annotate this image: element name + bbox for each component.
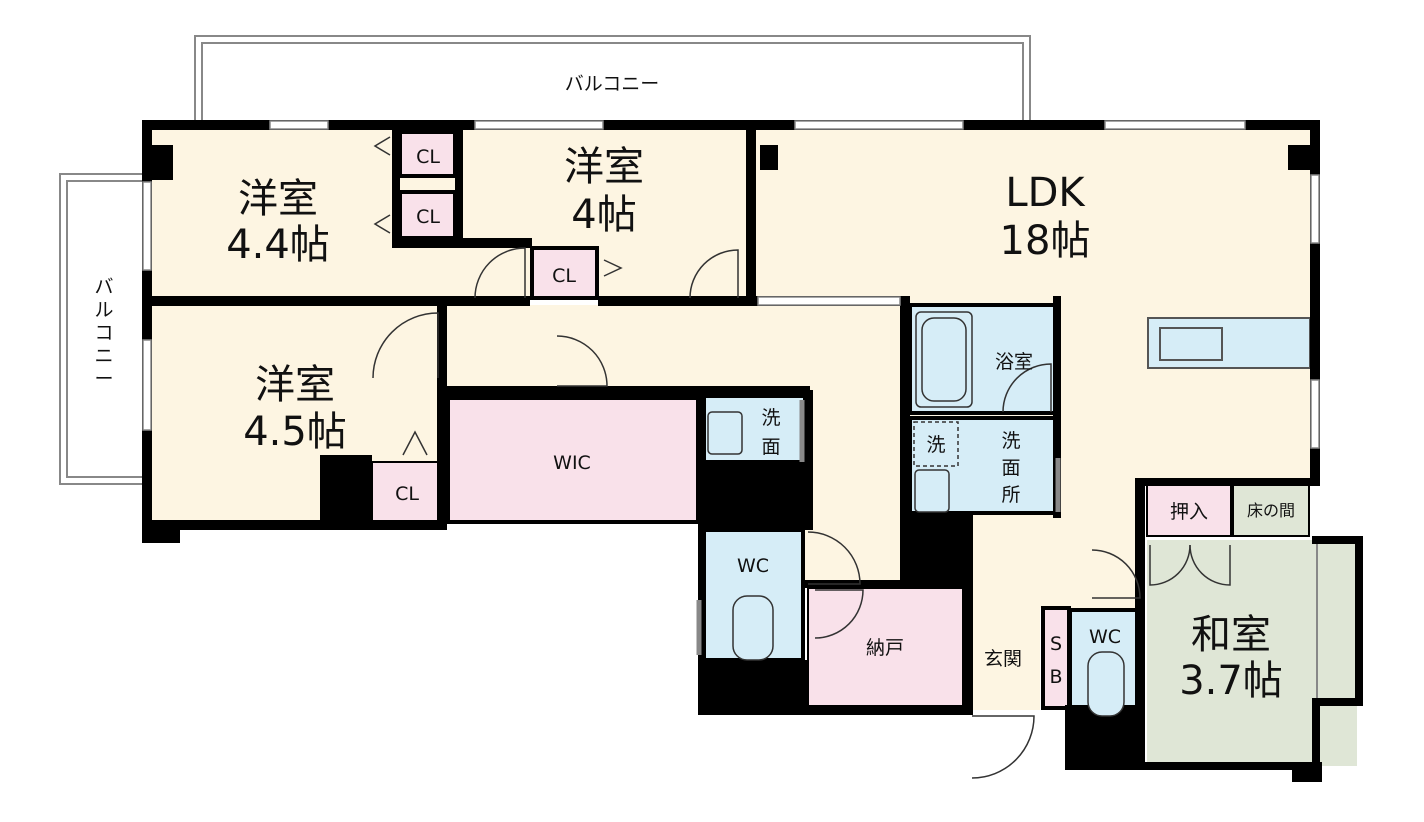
- closet-cl-1-label: CL: [416, 146, 440, 168]
- tokonoma-label: 床の間: [1247, 501, 1295, 520]
- room-45-size: 4.5帖: [243, 409, 347, 455]
- room-4-name: 洋室: [564, 144, 644, 190]
- washroom-label: 洗 面 所: [1001, 430, 1020, 506]
- washitsu-name: 和室: [1191, 612, 1271, 658]
- walk-in-closet: [446, 396, 700, 524]
- storage-nando: [807, 587, 964, 711]
- svg-text:ー: ー: [94, 368, 113, 390]
- floor-washitsu: [1147, 540, 1357, 766]
- svg-text:洗: 洗: [761, 407, 780, 429]
- wash-basin-label: 洗 面: [761, 407, 780, 458]
- kitchen-sink: [1159, 327, 1223, 361]
- windows: [142, 120, 1320, 449]
- closet-cl-3-label: CL: [552, 265, 576, 287]
- svg-text:ニ: ニ: [94, 345, 113, 367]
- bath-label: 浴室: [995, 351, 1033, 373]
- floor-hall: [445, 305, 905, 390]
- ldk-size: 18帖: [1000, 218, 1091, 264]
- svg-text:面: 面: [1001, 457, 1020, 479]
- room-44-size: 4.4帖: [226, 222, 330, 268]
- floor-genkan: [970, 608, 1040, 710]
- room-44-name: 洋室: [238, 176, 318, 222]
- room-4-size: 4帖: [571, 192, 636, 238]
- svg-text:コ: コ: [94, 322, 113, 344]
- closet-cl-4-label: CL: [395, 483, 419, 505]
- closet-cl-2-label: CL: [416, 206, 440, 228]
- balcony-top-label: バルコニー: [565, 73, 660, 95]
- wc-1-label: WC: [737, 555, 769, 577]
- svg-text:面: 面: [761, 436, 780, 458]
- washitsu-size: 3.7帖: [1179, 658, 1283, 704]
- wc-2-label: WC: [1089, 626, 1121, 648]
- svg-text:S: S: [1050, 633, 1062, 655]
- shoe-box: [1041, 606, 1071, 710]
- svg-text:ル: ル: [94, 299, 113, 321]
- oshiire: [1146, 483, 1232, 537]
- floor-room-44: [150, 128, 395, 298]
- ldk-name: LDK: [1005, 170, 1086, 216]
- svg-text:バ: バ: [94, 276, 113, 298]
- svg-text:洗: 洗: [1001, 430, 1020, 452]
- tokonoma: [1232, 483, 1310, 537]
- washer-label: 洗: [926, 434, 945, 456]
- nando-label: 納戸: [866, 637, 904, 659]
- fixtures: [707, 311, 1125, 717]
- walls: [142, 120, 1363, 782]
- door-swings: [372, 136, 1231, 779]
- genkan-label: 玄関: [984, 648, 1022, 670]
- sb-label: S B: [1049, 633, 1062, 688]
- svg-text:B: B: [1049, 666, 1062, 688]
- balcony-left-label: バ ル コ ニ ー: [94, 276, 113, 390]
- oshiire-label: 押入: [1170, 501, 1208, 523]
- floor-hall-2: [805, 390, 905, 580]
- svg-text:所: 所: [1001, 484, 1020, 506]
- room-45-name: 洋室: [255, 362, 335, 408]
- closet-cl-3: [530, 246, 599, 300]
- wic-label: WIC: [553, 452, 591, 474]
- balcony-left: [59, 173, 149, 485]
